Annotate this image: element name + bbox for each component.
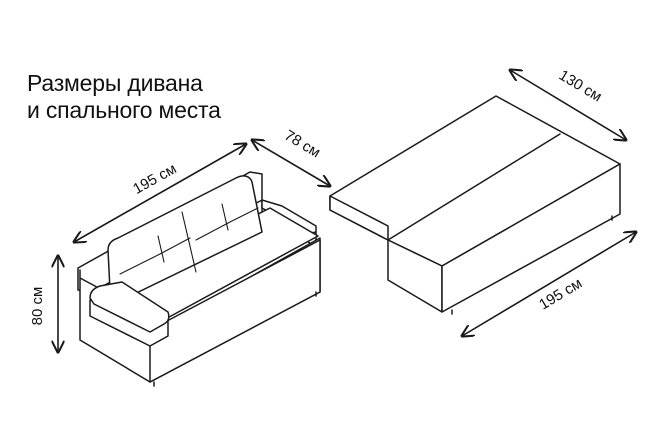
- sofa-left-armrest-top: [89, 281, 170, 333]
- sofa-illustration: [77, 171, 321, 387]
- heading-line-1: Размеры дивана: [27, 70, 203, 96]
- label-sofa-width: 195 см: [130, 160, 179, 198]
- label-bed-length: 195 см: [536, 275, 585, 314]
- label-bed-width: 130 см: [556, 67, 605, 106]
- heading-line-2: и спального места: [27, 97, 221, 123]
- dimension-sofa-height: 80 см: [29, 256, 58, 352]
- bed-top: [329, 95, 621, 267]
- label-sofa-depth: 78 см: [281, 127, 323, 161]
- sofa-base-front: [149, 239, 321, 383]
- bed-fold-line: [387, 133, 561, 241]
- dimension-sofa-depth: 78 см: [252, 127, 330, 186]
- label-sofa-height: 80 см: [29, 287, 46, 326]
- diagram-heading: Размеры дивана и спального места: [27, 70, 221, 124]
